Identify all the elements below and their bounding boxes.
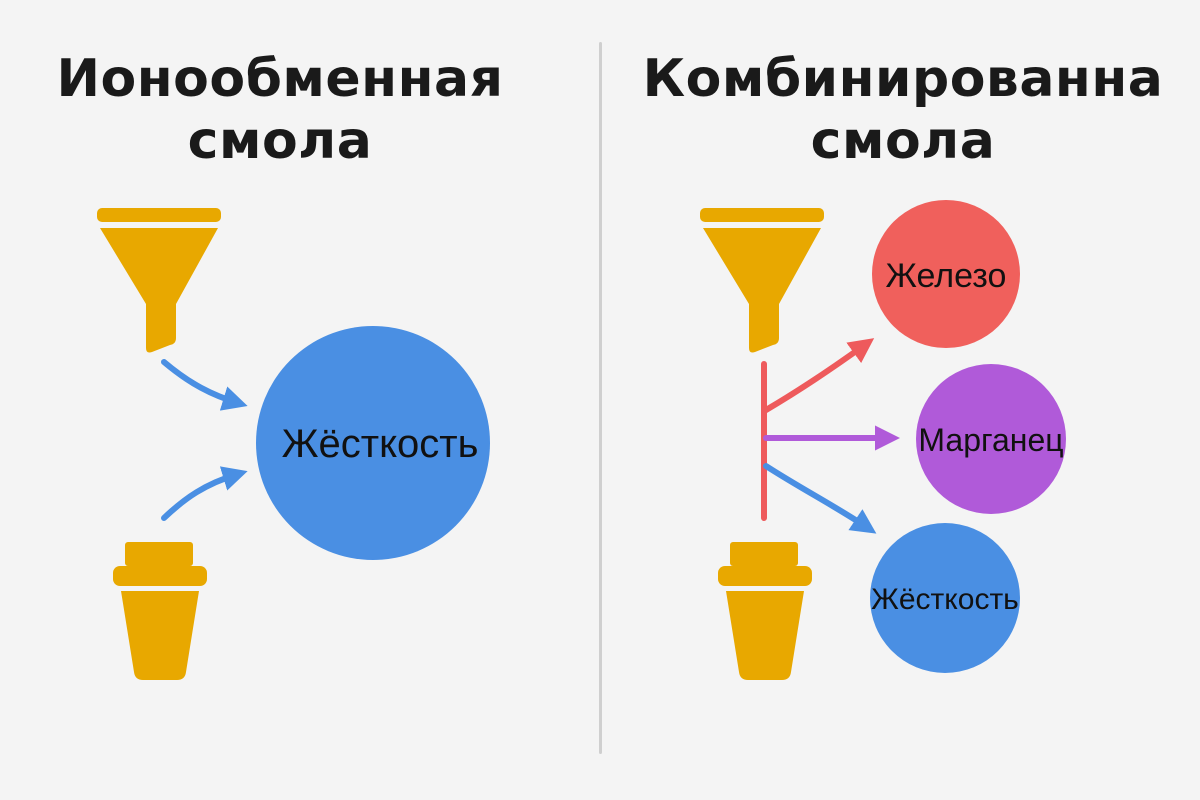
left-title-line2: смола bbox=[187, 111, 373, 171]
right-node-hardness: Жёсткость bbox=[870, 523, 1020, 673]
right-title-line2: смола bbox=[810, 111, 996, 171]
left-node-label: Жёсткость bbox=[282, 422, 479, 466]
right-funnel-icon bbox=[700, 208, 824, 353]
right-node-iron: Железо bbox=[872, 200, 1020, 348]
panel-divider bbox=[599, 42, 602, 754]
right-title-line1: Комбинированна bbox=[642, 49, 1164, 109]
right-node-iron-label: Железо bbox=[886, 257, 1007, 295]
left-arrow-top bbox=[161, 359, 248, 411]
right-node-manganese: Марганец bbox=[916, 364, 1066, 514]
left-cartridge-icon bbox=[113, 542, 207, 680]
left-arrow-bottom bbox=[161, 466, 248, 521]
right-arrow-hardness bbox=[763, 463, 877, 534]
right-node-manganese-label: Марганец bbox=[918, 422, 1063, 458]
left-node-hardness: Жёсткость bbox=[256, 326, 490, 560]
right-arrow-iron bbox=[763, 338, 875, 413]
left-funnel-icon bbox=[97, 208, 221, 353]
left-title-line1: Ионообменная bbox=[56, 49, 504, 109]
right-node-hardness-label: Жёсткость bbox=[871, 583, 1019, 616]
left-panel-title: Ионообменная смола bbox=[20, 48, 540, 172]
right-cartridge-icon bbox=[718, 542, 812, 680]
right-panel-title: Комбинированна смола bbox=[633, 48, 1173, 172]
